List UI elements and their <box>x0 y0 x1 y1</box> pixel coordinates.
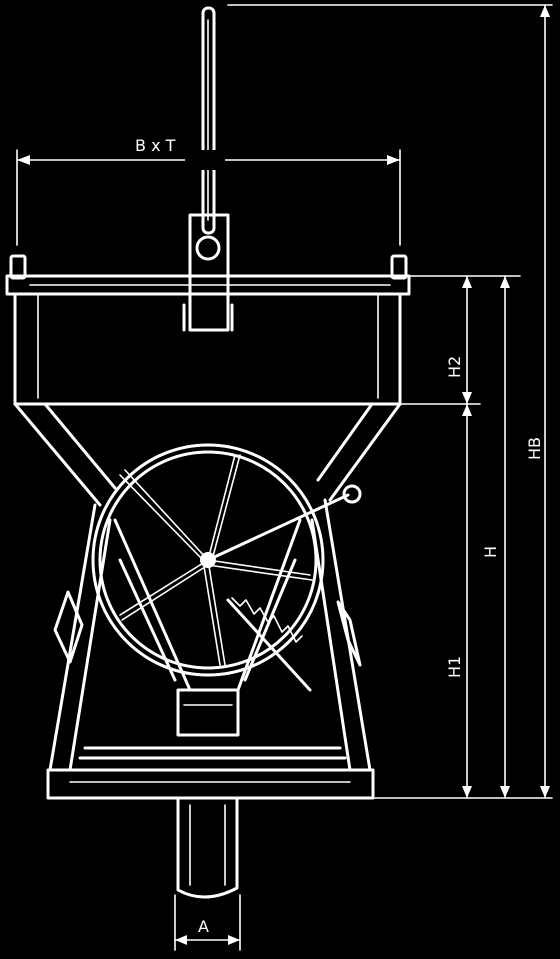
dimension-label-h: H <box>481 546 500 558</box>
dimension-label-hb: HB <box>525 437 544 460</box>
dimension-label-bxt: B x T <box>135 136 176 155</box>
left-handle <box>53 590 84 664</box>
dimension-h2: H2 <box>445 275 472 405</box>
lower-frame <box>46 498 375 800</box>
lifting-shackle <box>182 213 234 332</box>
dimension-outlet-width: A <box>174 894 241 951</box>
outlet-hose <box>176 798 239 899</box>
dimension-hb: HB <box>525 4 550 799</box>
dimension-label-h1: H1 <box>445 656 464 678</box>
operating-wheel <box>91 443 325 677</box>
spring <box>226 597 312 692</box>
dimension-label-a: A <box>198 917 209 936</box>
lever-knob <box>342 484 362 504</box>
dimension-h1: H1 <box>445 403 472 799</box>
outlet-collar <box>176 688 240 737</box>
right-lug <box>390 254 408 280</box>
lever-arm <box>206 484 362 562</box>
left-lug <box>9 254 27 280</box>
dimension-h: H <box>481 275 510 799</box>
dimension-label-h2: H2 <box>445 356 464 378</box>
lifting-bar <box>201 6 216 235</box>
upper-container <box>13 292 402 406</box>
hopper-funnel <box>13 402 402 507</box>
right-handle <box>336 600 362 667</box>
extension-lines <box>227 4 553 799</box>
dimension-width-depth: B x T <box>16 136 401 246</box>
top-frame <box>5 254 411 296</box>
